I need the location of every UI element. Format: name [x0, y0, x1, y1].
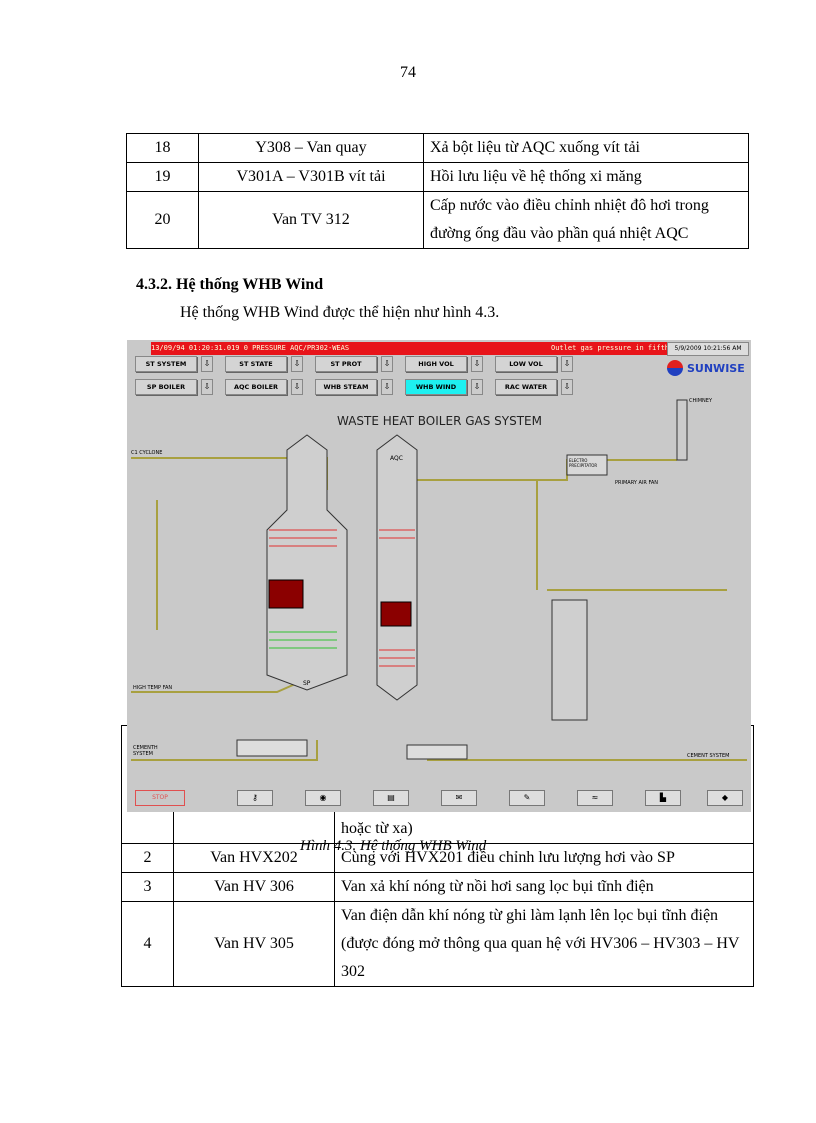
nav-low-vol[interactable]: LOW VOL	[495, 356, 557, 372]
pipe	[131, 740, 318, 761]
chimney	[676, 399, 688, 461]
label-fan: PRIMARY AIR FAN	[615, 480, 659, 486]
book-icon[interactable]: ◆	[707, 790, 743, 806]
exit-icon[interactable]: ▙	[645, 790, 681, 806]
arrow-icon[interactable]: ⇩	[201, 356, 213, 372]
cell-device: Van HV 305	[173, 901, 335, 987]
label-sp: SP	[303, 680, 311, 687]
nav-st-state[interactable]: ST STATE	[225, 356, 287, 372]
cell-device: Van TV 312	[198, 191, 424, 249]
cell-no: 18	[126, 133, 199, 163]
trend-icon[interactable]: ≈	[577, 790, 613, 806]
diagram-title: WASTE HEAT BOILER GAS SYSTEM	[337, 414, 542, 428]
figure-caption: Hình 4.3. Hệ thống WHB Wind	[300, 838, 487, 854]
tools-icon[interactable]: ✎	[509, 790, 545, 806]
section-heading: 4.3.2. Hệ thống WHB Wind	[136, 276, 324, 293]
arrow-icon[interactable]: ⇩	[471, 379, 483, 395]
electro-precipitator	[566, 454, 608, 476]
aqc-boiler	[376, 434, 418, 701]
cell-function: Van xả khí nóng từ nồi hơi sang lọc bụi …	[334, 872, 754, 902]
arrow-icon[interactable]: ⇩	[201, 379, 213, 395]
label-hightemp: HIGH TEMP FAN	[133, 685, 173, 691]
cell-device: Y308 – Van quay	[198, 133, 424, 163]
label-chimney: CHIMNEY	[689, 398, 712, 404]
arrow-icon[interactable]: ⇩	[291, 356, 303, 372]
key-icon[interactable]: ⚷	[237, 790, 273, 806]
arrow-icon[interactable]: ⇩	[561, 356, 573, 372]
screw-conveyor	[236, 739, 308, 757]
arrow-icon[interactable]: ⇩	[381, 379, 393, 395]
cell-no: 4	[121, 901, 174, 987]
alarm-bar: 13/09/94 01:20:31.019 0 PRESSURE AQC/PR3…	[151, 342, 551, 355]
camera-icon[interactable]: ◉	[305, 790, 341, 806]
stop-button[interactable]: STOP	[135, 790, 185, 806]
nav-whb-wind[interactable]: WHB WIND	[405, 379, 467, 395]
paragraph: Hệ thống WHB Wind được thể hiện như hình…	[180, 304, 500, 321]
cell-no: 19	[126, 162, 199, 192]
nav-whb-steam[interactable]: WHB STEAM	[315, 379, 377, 395]
process-diagram	[131, 399, 747, 761]
datetime: 5/9/2009 10:21:56 AM	[667, 342, 749, 356]
nav-high-vol[interactable]: HIGH VOL	[405, 356, 467, 372]
sp-boiler	[266, 434, 348, 691]
cell-function: Van điện dẫn khí nóng từ ghi làm lạnh lê…	[334, 901, 754, 987]
label-aqc: AQC	[390, 455, 403, 462]
arrow-icon[interactable]: ⇩	[561, 379, 573, 395]
screw-conveyor	[406, 744, 468, 760]
cell-device: Van HV 306	[173, 872, 335, 902]
nav-rac-water[interactable]: RAC WATER	[495, 379, 557, 395]
chart-icon[interactable]: ▤	[373, 790, 409, 806]
label-cyclone: C1 CYCLONE	[131, 450, 163, 456]
nav-aqc-boiler[interactable]: AQC BOILER	[225, 379, 287, 395]
nav-st-prot[interactable]: ST PROT	[315, 356, 377, 372]
arrow-icon[interactable]: ⇩	[291, 379, 303, 395]
nav-sp-boiler[interactable]: SP BOILER	[135, 379, 197, 395]
sunwise-logo-icon	[667, 360, 683, 376]
cell-function: Hồi lưu liệu về hệ thống xi măng	[423, 162, 749, 192]
label-electro: ELECTRO PRECIPITATOR	[569, 458, 598, 468]
nav-st-system[interactable]: ST SYSTEM	[135, 356, 197, 372]
page-number: 74	[400, 64, 416, 81]
cell-function: Xả bột liệu từ AQC xuống vít tải	[423, 133, 749, 163]
arrow-icon[interactable]: ⇩	[471, 356, 483, 372]
whb-wind-scada-screenshot: 13/09/94 01:20:31.019 0 PRESSURE AQC/PR3…	[127, 340, 751, 812]
label-cement-right: CEMENT SYSTEM	[687, 753, 730, 759]
cell-no: 2	[121, 843, 174, 873]
arrow-icon[interactable]: ⇩	[381, 356, 393, 372]
pipe	[402, 459, 677, 481]
cell-function: Cấp nước vào điều chỉnh nhiệt đô hơi tro…	[423, 191, 749, 249]
heat-exchanger	[551, 599, 588, 721]
label-cement-left: CEMENTH SYSTEM	[133, 745, 158, 757]
print-icon[interactable]: ✉	[441, 790, 477, 806]
logo-text: SUNWISE	[687, 362, 745, 375]
cell-no: 20	[126, 191, 199, 249]
cell-no: 3	[121, 872, 174, 902]
cell-device: V301A – V301B vít tải	[198, 162, 424, 192]
